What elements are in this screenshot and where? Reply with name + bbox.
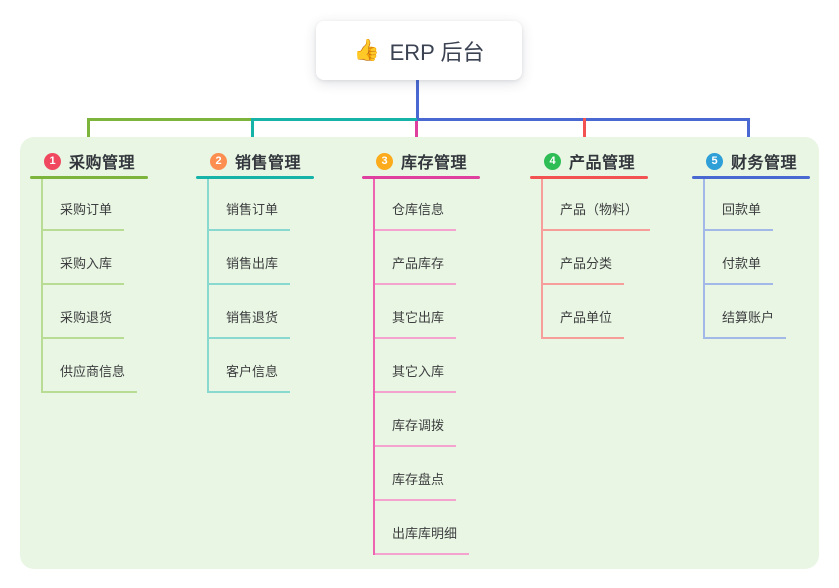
child-row: 销售订单 xyxy=(209,179,314,231)
branch-badge: 4 xyxy=(544,152,561,170)
child-node[interactable]: 仓库信息 xyxy=(375,199,457,231)
branch-title: 销售管理 xyxy=(235,155,302,172)
child-row: 采购订单 xyxy=(43,179,148,231)
connector-drop-finance xyxy=(747,118,750,147)
child-node[interactable]: 出库库明细 xyxy=(375,523,470,555)
branch-underline xyxy=(692,176,810,179)
branch-children: 仓库信息 产品库存 其它出库 其它入库 库存调拨 库存盘点 出库库明细 xyxy=(373,179,480,555)
branch-title: 库存管理 xyxy=(401,155,468,172)
child-node[interactable]: 结算账户 xyxy=(705,307,787,339)
child-row: 库存调拨 xyxy=(375,393,480,447)
child-row: 仓库信息 xyxy=(375,179,480,231)
branch-children: 回款单 付款单 结算账户 xyxy=(703,179,810,339)
branch-badge: 5 xyxy=(706,152,723,170)
branch-underline xyxy=(362,176,480,179)
branch-title: 产品管理 xyxy=(569,155,636,172)
child-row: 采购退货 xyxy=(43,285,148,339)
branch-inventory: 3 库存管理 仓库信息 产品库存 其它出库 其它入库 库存调拨 库存盘点 出库库… xyxy=(362,148,480,555)
child-node[interactable]: 采购订单 xyxy=(43,199,125,231)
branch-title: 采购管理 xyxy=(69,155,136,172)
branch-node-product[interactable]: 4 产品管理 xyxy=(530,148,650,174)
child-node[interactable]: 采购入库 xyxy=(43,253,125,285)
child-row: 产品库存 xyxy=(375,231,480,285)
child-row: 产品单位 xyxy=(543,285,650,339)
child-node[interactable]: 库存盘点 xyxy=(375,469,457,501)
connector-drop-product xyxy=(583,118,586,147)
child-row: 出库库明细 xyxy=(375,501,480,555)
child-node[interactable]: 产品（物料） xyxy=(543,199,651,231)
child-row: 其它出库 xyxy=(375,285,480,339)
connector-bus-segment-2 xyxy=(252,118,417,121)
root-node[interactable]: 👍 ERP 后台 xyxy=(316,21,522,80)
branch-children: 销售订单 销售出库 销售退货 客户信息 xyxy=(207,179,314,393)
child-row: 客户信息 xyxy=(209,339,314,393)
child-row: 结算账户 xyxy=(705,285,810,339)
child-node[interactable]: 销售出库 xyxy=(209,253,291,285)
child-row: 产品分类 xyxy=(543,231,650,285)
child-node[interactable]: 采购退货 xyxy=(43,307,125,339)
child-row: 产品（物料） xyxy=(543,179,651,231)
root-title: ERP 后台 xyxy=(389,39,485,65)
branch-node-finance[interactable]: 5 财务管理 xyxy=(692,148,810,174)
child-node[interactable]: 销售退货 xyxy=(209,307,291,339)
branch-children: 采购订单 采购入库 采购退货 供应商信息 xyxy=(41,179,148,393)
branch-badge: 3 xyxy=(376,152,393,170)
branch-sales: 2 销售管理 销售订单 销售出库 销售退货 客户信息 xyxy=(196,148,314,393)
branch-node-inventory[interactable]: 3 库存管理 xyxy=(362,148,480,174)
branch-product: 4 产品管理 产品（物料） 产品分类 产品单位 xyxy=(530,148,651,339)
child-node[interactable]: 回款单 xyxy=(705,199,774,231)
child-row: 销售退货 xyxy=(209,285,314,339)
child-node[interactable]: 产品单位 xyxy=(543,307,625,339)
branch-finance: 5 财务管理 回款单 付款单 结算账户 xyxy=(692,148,810,339)
branch-underline xyxy=(30,176,148,179)
child-row: 回款单 xyxy=(705,179,810,231)
child-node[interactable]: 产品分类 xyxy=(543,253,625,285)
child-node[interactable]: 付款单 xyxy=(705,253,774,285)
child-node[interactable]: 其它入库 xyxy=(375,361,457,393)
child-row: 采购入库 xyxy=(43,231,148,285)
branch-node-purchase[interactable]: 1 采购管理 xyxy=(30,148,148,174)
branch-children: 产品（物料） 产品分类 产品单位 xyxy=(541,179,651,339)
child-node[interactable]: 库存调拨 xyxy=(375,415,457,447)
child-row: 其它入库 xyxy=(375,339,480,393)
child-node[interactable]: 产品库存 xyxy=(375,253,457,285)
branch-node-sales[interactable]: 2 销售管理 xyxy=(196,148,314,174)
branch-purchase: 1 采购管理 采购订单 采购入库 采购退货 供应商信息 xyxy=(30,148,148,393)
connector-drop-inventory xyxy=(415,121,418,147)
branch-badge: 2 xyxy=(210,152,227,170)
branch-badge: 1 xyxy=(44,152,61,170)
child-row: 付款单 xyxy=(705,231,810,285)
thumbs-up-icon: 👍 xyxy=(353,38,380,62)
child-row: 销售出库 xyxy=(209,231,314,285)
child-node[interactable]: 客户信息 xyxy=(209,361,291,393)
connector-drop-purchase xyxy=(87,118,90,147)
connector-bus-segment-1 xyxy=(87,118,254,121)
mindmap-canvas xyxy=(20,137,819,569)
child-node[interactable]: 其它出库 xyxy=(375,307,457,339)
connector-drop-sales xyxy=(251,118,254,147)
child-node[interactable]: 销售订单 xyxy=(209,199,291,231)
branch-underline xyxy=(530,176,648,179)
child-node[interactable]: 供应商信息 xyxy=(43,361,138,393)
connector-root-stem xyxy=(416,80,419,119)
branch-title: 财务管理 xyxy=(731,155,798,172)
child-row: 供应商信息 xyxy=(43,339,148,393)
child-row: 库存盘点 xyxy=(375,447,480,501)
branch-underline xyxy=(196,176,314,179)
